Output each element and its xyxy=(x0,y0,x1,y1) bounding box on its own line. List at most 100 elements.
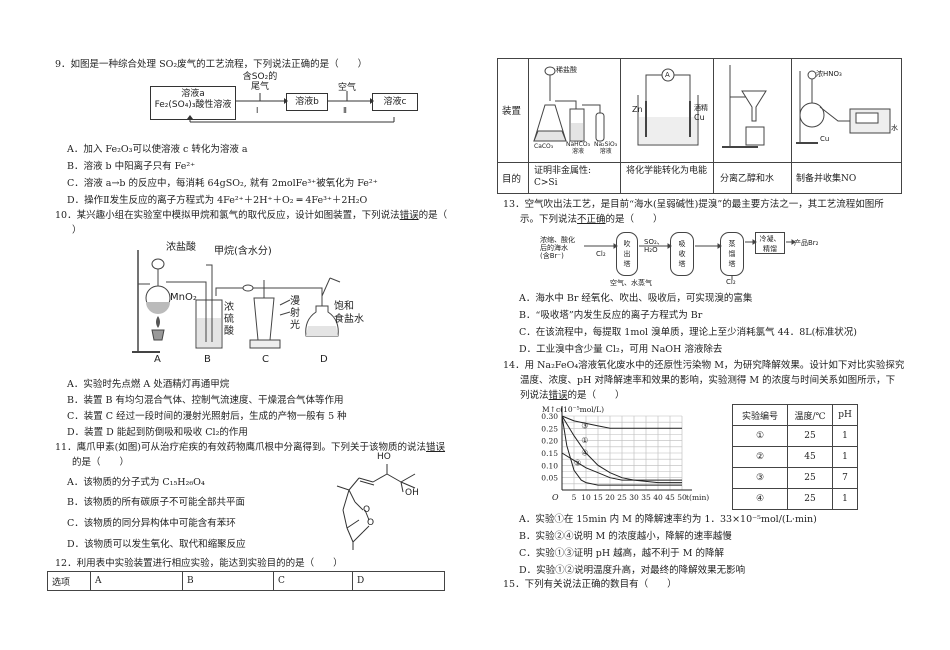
q13-feed-label: 浓缩、酸化 后的海水 (含Br⁻) xyxy=(540,236,575,260)
q13-stem-line2: 示。下列说法不正确的是（ ） xyxy=(520,213,663,227)
chart-x-axis-label: t(min) xyxy=(686,493,709,502)
q11-label-ho: HO xyxy=(377,452,391,462)
q10-apparatus-drawing xyxy=(132,250,341,353)
q13-t1-3: 塔 xyxy=(623,260,631,268)
q9-flowchart: 溶液a Fe₂(SO₄)₃酸性溶液 含SO₂的 尾气 Ⅰ 溶液b 空气 Ⅱ 溶液… xyxy=(150,72,420,124)
chart-x-tick-label: 45 xyxy=(665,493,675,502)
chart-x-tick-label: 10 xyxy=(581,493,591,502)
q9-stem: 9．如图是一种综合处理 SO₂废气的工艺流程，下列说法正确的是（ ） xyxy=(55,59,368,70)
q13-t2-3: 塔 xyxy=(678,260,686,268)
q11-stem-line2: 的是（ ） xyxy=(72,457,130,468)
q12-apparatus-table: 装置 目的 稀盐酸 CaCO₃ NaHCO₃ 溶液 Na₂SiO₃ 溶液 xyxy=(497,58,902,194)
chart-series-label: ① xyxy=(581,436,588,445)
q13-option-c: C．在该流程中，每提取 1mol 溴单质，理论上至少消耗氯气 44．8L(标准状… xyxy=(519,327,857,338)
q13-stem-line1: 13．空气吹出法工艺，是目前“海水(呈弱碱性)提溴”的最主要方法之一，其工艺流程… xyxy=(503,199,884,210)
q13-option-a: A．海水中 Br 经氧化、吹出、吸收后，可实现溴的富集 xyxy=(519,293,753,304)
q12-a-nahco3-1: NaHCO₃ xyxy=(566,141,590,148)
q10-label-d: D xyxy=(320,354,328,365)
q14-cell: 25 xyxy=(787,467,833,489)
q12-d-label-water: 水 xyxy=(891,124,898,132)
q9-box1-line1: 溶液a xyxy=(181,89,205,99)
q14-option-c: C．实验①③证明 pH 越高，越不利于 M 的降解 xyxy=(519,548,724,559)
q10-label-h2so4: 浓 硫 酸 xyxy=(224,302,236,338)
q9-gas2: 空气 xyxy=(338,83,357,93)
q13-t1-2: 出 xyxy=(623,250,631,258)
q12-row-divider xyxy=(498,162,901,163)
chart-y-tick-label: 0.20 xyxy=(541,437,558,446)
q14-cell: 25 xyxy=(787,425,833,447)
q10-label-ch4: 甲烷(含水分) xyxy=(214,246,272,257)
q10-option-c: C．装置 C 经过一段时间的漫射光照射后，生成的产物一般有 5 种 xyxy=(67,411,347,422)
q13-t1-1: 吹 xyxy=(623,240,631,248)
q13-feed-3: (含Br⁻) xyxy=(540,252,564,260)
q9-step2: Ⅱ xyxy=(343,106,347,115)
q12-a-na2sio3-1: Na₂SiO₃ xyxy=(594,141,618,148)
chart-x-tick-label: 35 xyxy=(641,493,651,502)
q14-cell: ② xyxy=(732,446,788,468)
q9-box1-line2: Fe₂(SO₄)₃酸性溶液 xyxy=(154,100,232,110)
q11-stem-line1: 11．鹰爪甲素(如图)可从治疗疟疾的有效药物鹰爪根中分离得到。下列关于该物质的说… xyxy=(55,441,445,455)
q9-box-solution-a: 溶液a Fe₂(SO₄)₃酸性溶液 xyxy=(150,86,236,120)
q12-apparatus-a xyxy=(533,66,605,142)
q11-label-o1: O xyxy=(363,505,371,515)
q11-option-d: D．该物质可以发生氧化、取代和缩聚反应 xyxy=(67,539,246,550)
q13-t3-1: 蒸 xyxy=(728,240,736,248)
q10-h2so4-2: 硫 xyxy=(224,314,234,325)
chart-series-line xyxy=(561,415,682,484)
chart-series-line xyxy=(561,452,682,481)
q13-feed-1: 浓缩、酸化 xyxy=(540,236,575,244)
q12-col-divider-2 xyxy=(620,59,621,193)
table-row: ② 45 1 xyxy=(732,446,858,468)
q12-col-divider-3 xyxy=(713,59,714,193)
q10-h2so4-1: 浓 xyxy=(224,302,234,313)
q14-cell: 1 xyxy=(832,488,858,510)
q12-apparatus-d xyxy=(796,70,891,144)
q12-header-option: 选项 xyxy=(47,571,91,591)
q9-gas1: 含SO₂的 尾气 xyxy=(240,72,280,92)
q10-stem-emph: 错误 xyxy=(399,210,419,221)
q11-label-o2: O xyxy=(367,518,375,528)
q14-option-a: A．实验①在 15min 内 M 的降解速率约为 1．33×10⁻⁵mol/(L… xyxy=(519,514,817,525)
q13-box-cool: 冷凝、 精馏 xyxy=(755,232,785,254)
q10-label-a: A xyxy=(154,354,161,365)
q12-purpose-c: 分离乙醇和水 xyxy=(720,174,775,184)
q13-tower-distill: 蒸 馏 塔 xyxy=(720,232,744,276)
table-row: ③ 25 7 xyxy=(732,467,858,489)
q13-option-d: D．工业溴中含少量 Cl₂，可用 NaOH 溶液除去 xyxy=(519,344,723,355)
q12-header-c: C xyxy=(273,571,353,591)
q14-cell: ③ xyxy=(732,467,788,489)
q14-stem-line2: 温度、浓度、pH 对降解速率和效果的影响，实验测得 M 的浓度与时间关系如图所示… xyxy=(520,375,896,386)
q13-feed-2: 后的海水 xyxy=(540,244,568,252)
q12-header-d: D xyxy=(352,571,445,591)
q11-option-c: C．该物质的同分异构体中可能含有苯环 xyxy=(67,518,236,529)
q14-cell: 1 xyxy=(832,425,858,447)
q12-apparatus-b xyxy=(637,68,699,146)
q12-a-nahco3-2: 溶液 xyxy=(571,148,584,155)
q12-a-na2sio3-2: 溶液 xyxy=(599,148,612,155)
q13-t3-3: 塔 xyxy=(728,260,736,268)
q13-t3-2: 馏 xyxy=(728,250,736,258)
chart-x-tick-label: 5 xyxy=(572,493,577,502)
q9-option-d: D．操作Ⅱ发生反应的离子方程式为 4Fe²⁺＋2H⁺＋O₂ ═ 4Fe³⁺＋2H… xyxy=(67,195,368,206)
q12-purpose-b: 将化学能转化为电能 xyxy=(626,166,708,176)
chart-x-tick-label: 40 xyxy=(653,493,663,502)
q13-flow-arrows xyxy=(584,239,796,280)
q9-gas1-l2: 尾气 xyxy=(250,82,269,92)
q13-t2-1: 吸 xyxy=(678,240,686,248)
q13-tower-blow: 吹 出 塔 xyxy=(616,232,638,276)
q13-so2: SO₂、 xyxy=(644,238,664,246)
q12-b-meter-icon: A xyxy=(665,71,670,79)
q10-stem-b: 的是（ xyxy=(418,210,448,221)
q14-stem-emph: 错误 xyxy=(548,390,568,401)
q11-stem-emph: 错误 xyxy=(426,442,446,453)
q12-d-label-hno3: 浓HNO₃ xyxy=(816,70,842,78)
chart-origin-label: O xyxy=(552,493,559,502)
q10-label-c: C xyxy=(262,354,269,365)
q12-header-table: 选项 A B C D xyxy=(47,571,445,591)
q9-box2-label: 溶液b xyxy=(295,97,319,107)
q14-cell: 7 xyxy=(832,467,858,489)
q12-purpose-d: 制备并收集NO xyxy=(796,174,857,184)
q10-label-nacl: 饱和 食盐水 xyxy=(334,300,364,326)
q9-option-c: C．溶液 a→b 的反应中，每消耗 64gSO₂, 就有 2molFe³⁺被氧化… xyxy=(67,178,378,189)
q10-stem-a: 10．某兴趣小组在实验室中模拟甲烷和氯气的取代反应，设计如图装置，下列说法 xyxy=(55,210,400,221)
